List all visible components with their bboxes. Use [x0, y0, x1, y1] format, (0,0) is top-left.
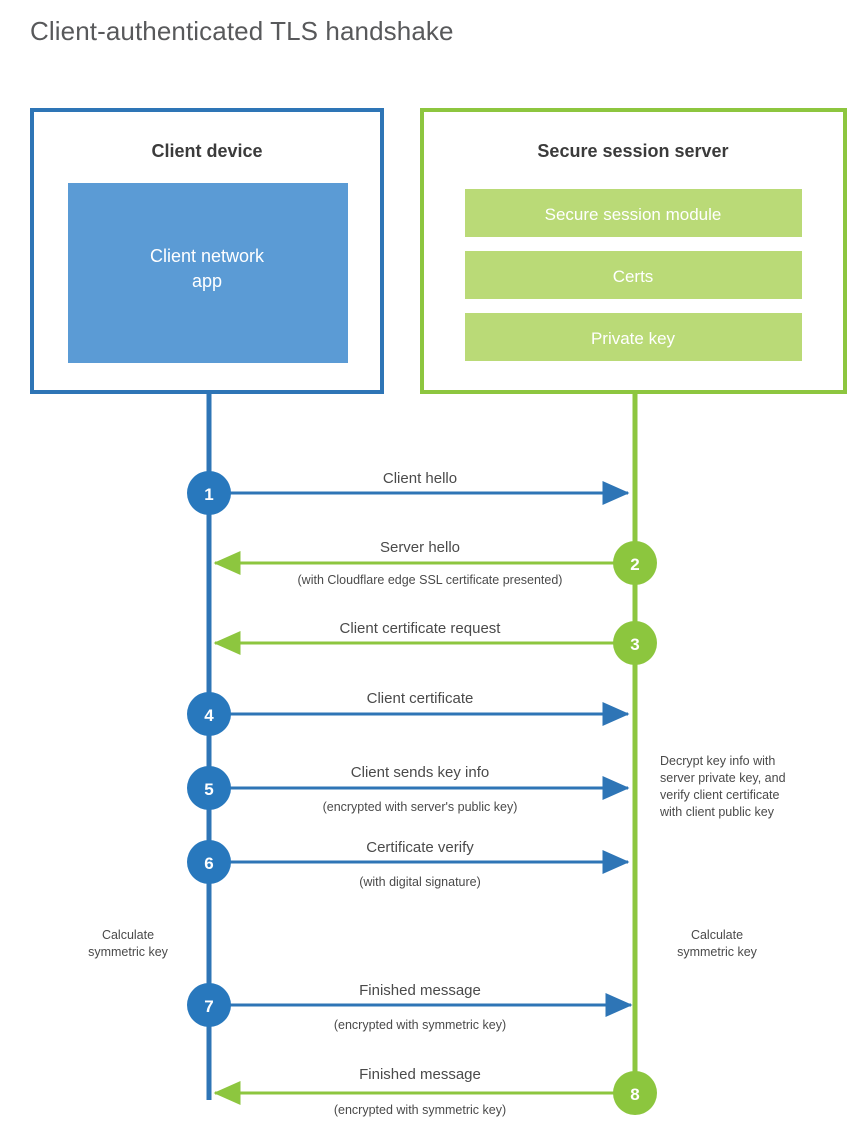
server-decrypt-note-line4: with client public key — [659, 805, 775, 819]
step-8-marker[interactable] — [613, 1071, 657, 1115]
step-1-group: Client hello 1 — [187, 470, 630, 515]
step-6-label: Certificate verify — [366, 839, 474, 856]
step-4-label: Client certificate — [367, 690, 474, 707]
private-key-block — [465, 313, 802, 361]
client-network-app-label-line1: Client network — [150, 246, 265, 266]
server-calculate-note-line1: Calculate — [691, 928, 743, 942]
step-7-label: Finished message — [359, 982, 481, 999]
step-1-number: 1 — [204, 485, 213, 504]
client-calculate-note: Calculate symmetric key — [88, 928, 169, 959]
step-8-sublabel: (encrypted with symmetric key) — [334, 1103, 506, 1117]
client-calculate-note-line2: symmetric key — [88, 945, 169, 959]
step-6-group: Certificate verify (with digital signatu… — [187, 839, 630, 889]
client-device-panel: Client device Client network app — [30, 108, 384, 394]
step-8-label: Finished message — [359, 1066, 481, 1083]
step-5-number: 5 — [204, 780, 213, 799]
step-1-marker[interactable] — [187, 471, 231, 515]
client-network-app-label-line2: app — [192, 271, 222, 291]
certs-block — [465, 251, 802, 299]
step-6-number: 6 — [204, 854, 213, 873]
server-calculate-note-line2: symmetric key — [677, 945, 758, 959]
private-key-label: Private key — [591, 329, 676, 348]
certs-label: Certs — [613, 267, 654, 286]
page-title: Client-authenticated TLS handshake — [30, 16, 454, 46]
step-1-label: Client hello — [383, 470, 457, 487]
step-5-label: Client sends key info — [351, 764, 489, 781]
step-2-label: Server hello — [380, 539, 460, 556]
step-3-number: 3 — [630, 635, 639, 654]
step-4-marker[interactable] — [187, 692, 231, 736]
step-2-group: Server hello (with Cloudflare edge SSL c… — [213, 539, 657, 587]
step-5-group: Client sends key info (encrypted with se… — [187, 764, 630, 814]
step-7-marker[interactable] — [187, 983, 231, 1027]
step-6-marker[interactable] — [187, 840, 231, 884]
secure-session-module-label: Secure session module — [545, 205, 722, 224]
step-2-sublabel: (with Cloudflare edge SSL certificate pr… — [298, 573, 563, 587]
step-3-group: Client certificate request 3 — [213, 620, 657, 665]
server-decrypt-note: Decrypt key info with server private key… — [659, 754, 786, 819]
secure-session-module-block — [465, 189, 802, 237]
step-4-number: 4 — [204, 706, 214, 725]
step-2-marker[interactable] — [613, 541, 657, 585]
server-decrypt-note-line1: Decrypt key info with — [660, 754, 775, 768]
step-3-marker[interactable] — [613, 621, 657, 665]
secure-session-server-title: Secure session server — [537, 141, 728, 161]
step-3-label: Client certificate request — [340, 620, 502, 637]
step-7-group: Finished message (encrypted with symmetr… — [187, 982, 633, 1032]
step-5-sublabel: (encrypted with server's public key) — [323, 800, 518, 814]
server-calculate-note: Calculate symmetric key — [677, 928, 758, 959]
server-decrypt-note-line3: verify client certificate — [660, 788, 780, 802]
step-7-number: 7 — [204, 997, 213, 1016]
step-7-sublabel: (encrypted with symmetric key) — [334, 1018, 506, 1032]
secure-session-server-panel: Secure session server Secure session mod… — [420, 108, 847, 394]
client-network-app-block — [68, 183, 348, 363]
client-calculate-note-line1: Calculate — [102, 928, 154, 942]
step-8-number: 8 — [630, 1085, 639, 1104]
step-5-marker[interactable] — [187, 766, 231, 810]
step-6-sublabel: (with digital signature) — [359, 875, 481, 889]
server-decrypt-note-line2: server private key, and — [660, 771, 786, 785]
step-2-number: 2 — [630, 555, 639, 574]
client-device-title: Client device — [151, 141, 262, 161]
step-4-group: Client certificate 4 — [187, 690, 630, 736]
step-8-group: Finished message (encrypted with symmetr… — [213, 1066, 657, 1117]
